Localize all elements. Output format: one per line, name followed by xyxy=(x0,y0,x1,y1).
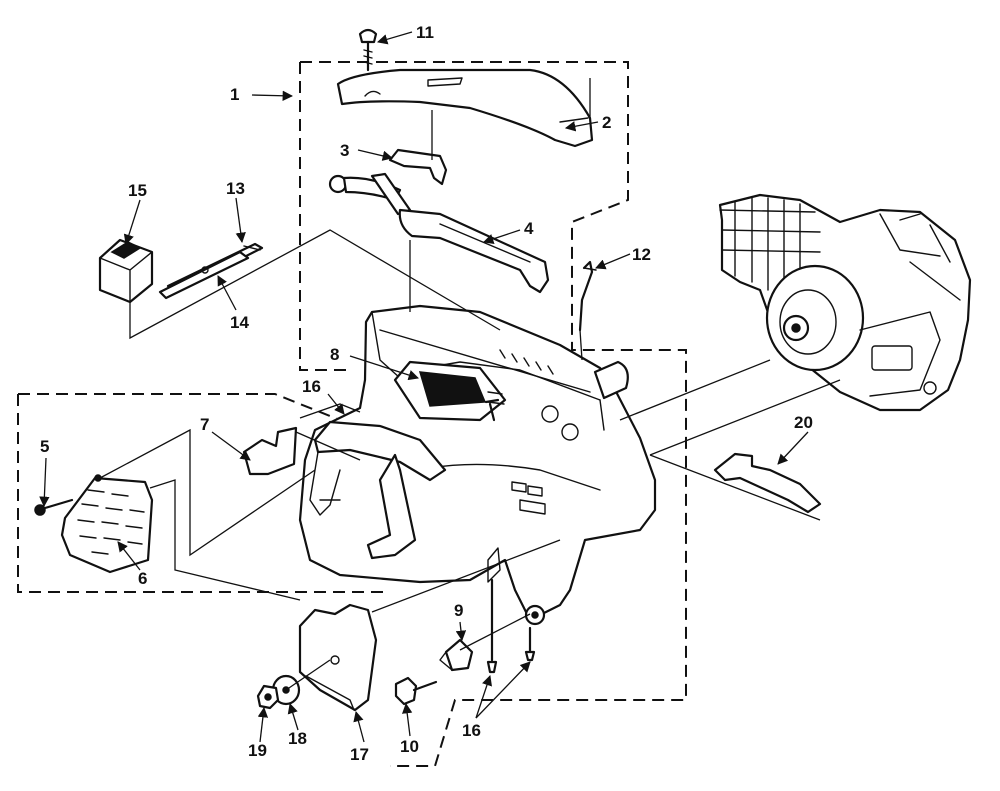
callout-19: 19 xyxy=(248,741,267,760)
callout-3: 3 xyxy=(340,141,349,160)
callout-16-lower: 16 xyxy=(462,721,481,740)
exploded-view-lines xyxy=(99,78,841,691)
screw-part-16 xyxy=(484,398,536,674)
screw-part-5 xyxy=(34,498,74,516)
front-handle-shield xyxy=(309,420,447,560)
callout-9: 9 xyxy=(454,601,463,620)
tab-part-7 xyxy=(242,426,298,476)
callout-17: 17 xyxy=(350,745,369,764)
assembly-boundary-handle xyxy=(299,61,687,767)
engine-cylinder xyxy=(718,193,972,412)
callout-12: 12 xyxy=(632,245,651,264)
callout-10: 10 xyxy=(400,737,419,756)
bolt-part-10 xyxy=(394,676,438,706)
callout-2: 2 xyxy=(602,113,611,132)
callout-20: 20 xyxy=(794,413,813,432)
bracket-part-20 xyxy=(713,452,822,514)
cover-plate-part-6 xyxy=(60,474,154,574)
callout-5: 5 xyxy=(40,437,49,456)
callout-13: 13 xyxy=(226,179,245,198)
switch-part-15 xyxy=(98,238,154,304)
callout-4: 4 xyxy=(524,219,534,238)
throttle-trigger-part-4 xyxy=(328,172,550,294)
callout-11: 11 xyxy=(416,23,434,42)
main-housing xyxy=(298,304,657,626)
callout-1: 1 xyxy=(230,85,239,104)
callout-8: 8 xyxy=(330,345,339,364)
clip-part-3 xyxy=(388,148,448,186)
bumper-part-9 xyxy=(439,638,474,672)
callout-14: 14 xyxy=(230,313,249,332)
callout-labels: 1 2 3 4 5 6 7 8 9 10 11 12 13 14 15 16 1… xyxy=(40,23,813,764)
callout-15: 15 xyxy=(128,181,147,200)
callout-6: 6 xyxy=(138,569,147,588)
callout-16-upper: 16 xyxy=(302,377,321,396)
nut-part-19 xyxy=(256,684,280,710)
rod-part-12 xyxy=(578,260,597,332)
screw-part-11 xyxy=(358,28,378,72)
throttle-link-part-14 xyxy=(158,250,250,300)
callout-arrows xyxy=(39,31,809,743)
callout-18: 18 xyxy=(288,729,307,748)
callout-7: 7 xyxy=(200,415,209,434)
top-handle-bar xyxy=(336,68,594,148)
side-cover-part-17 xyxy=(298,603,378,712)
